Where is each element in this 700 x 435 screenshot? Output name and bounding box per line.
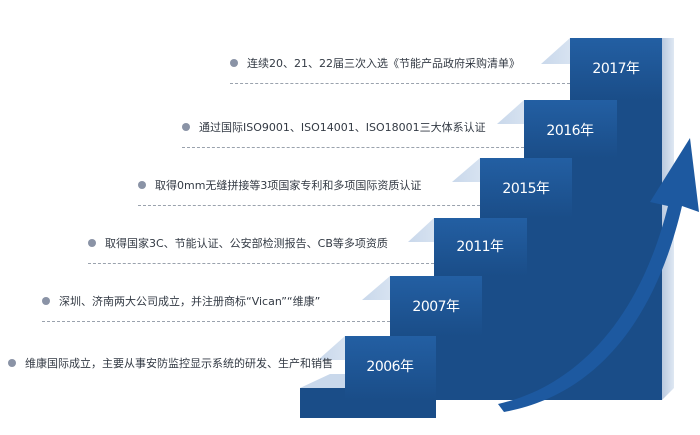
milestone-2016: 通过国际ISO9001、ISO14001、ISO18001三大体系认证 [182,119,524,148]
dashed-divider [42,321,390,322]
upward-curved-arrow-icon [498,138,699,412]
milestone-2017: 连续20、21、22届三次入选《节能产品政府采购清单》 [230,55,570,84]
circle-bullet-icon [230,59,238,67]
milestone-text: 通过国际ISO9001、ISO14001、ISO18001三大体系认证 [199,121,486,134]
step-2007 [362,276,482,400]
milestone-text: 深圳、济南两大公司成立，并注册商标“Vican”“维康” [59,295,321,308]
milestone-text: 维康国际成立，主要从事安防监控显示系统的研发、生产和销售 [25,357,333,370]
milestone-2011: 取得国家3C、节能认证、公安部检测报告、CB等多项资质 [88,235,434,264]
milestone-text: 取得0mm无缝拼接等3项国家专利和多项国际资质认证 [155,179,422,192]
milestone-2015: 取得0mm无缝拼接等3项国家专利和多项国际资质认证 [138,177,480,206]
dashed-divider [88,263,434,264]
circle-bullet-icon [182,123,190,131]
circle-bullet-icon [88,239,96,247]
floor-step-top [300,374,345,388]
year-label-2017: 2017年 [592,61,640,77]
dashed-divider [138,205,480,206]
year-label-2015: 2015年 [502,181,550,197]
year-label-2006: 2006年 [366,359,414,375]
step-2011 [408,218,527,400]
dashed-divider [230,83,570,84]
milestone-text: 连续20、21、22届三次入选《节能产品政府采购清单》 [247,57,520,70]
year-label-2016: 2016年 [546,123,594,139]
circle-bullet-icon [42,297,50,305]
year-label-2007: 2007年 [412,299,460,315]
step-2015 [452,158,572,400]
floor-step [300,388,436,418]
milestone-2007: 深圳、济南两大公司成立，并注册商标“Vican”“维康” [42,293,390,322]
milestone-text: 取得国家3C、节能认证、公安部检测报告、CB等多项资质 [105,237,388,250]
dashed-divider [182,147,524,148]
milestone-2006: 维康国际成立，主要从事安防监控显示系统的研发、生产和销售 [8,355,345,377]
year-label-2011: 2011年 [456,239,504,255]
step-2006 [318,336,436,400]
circle-bullet-icon [8,359,16,367]
circle-bullet-icon [138,181,146,189]
